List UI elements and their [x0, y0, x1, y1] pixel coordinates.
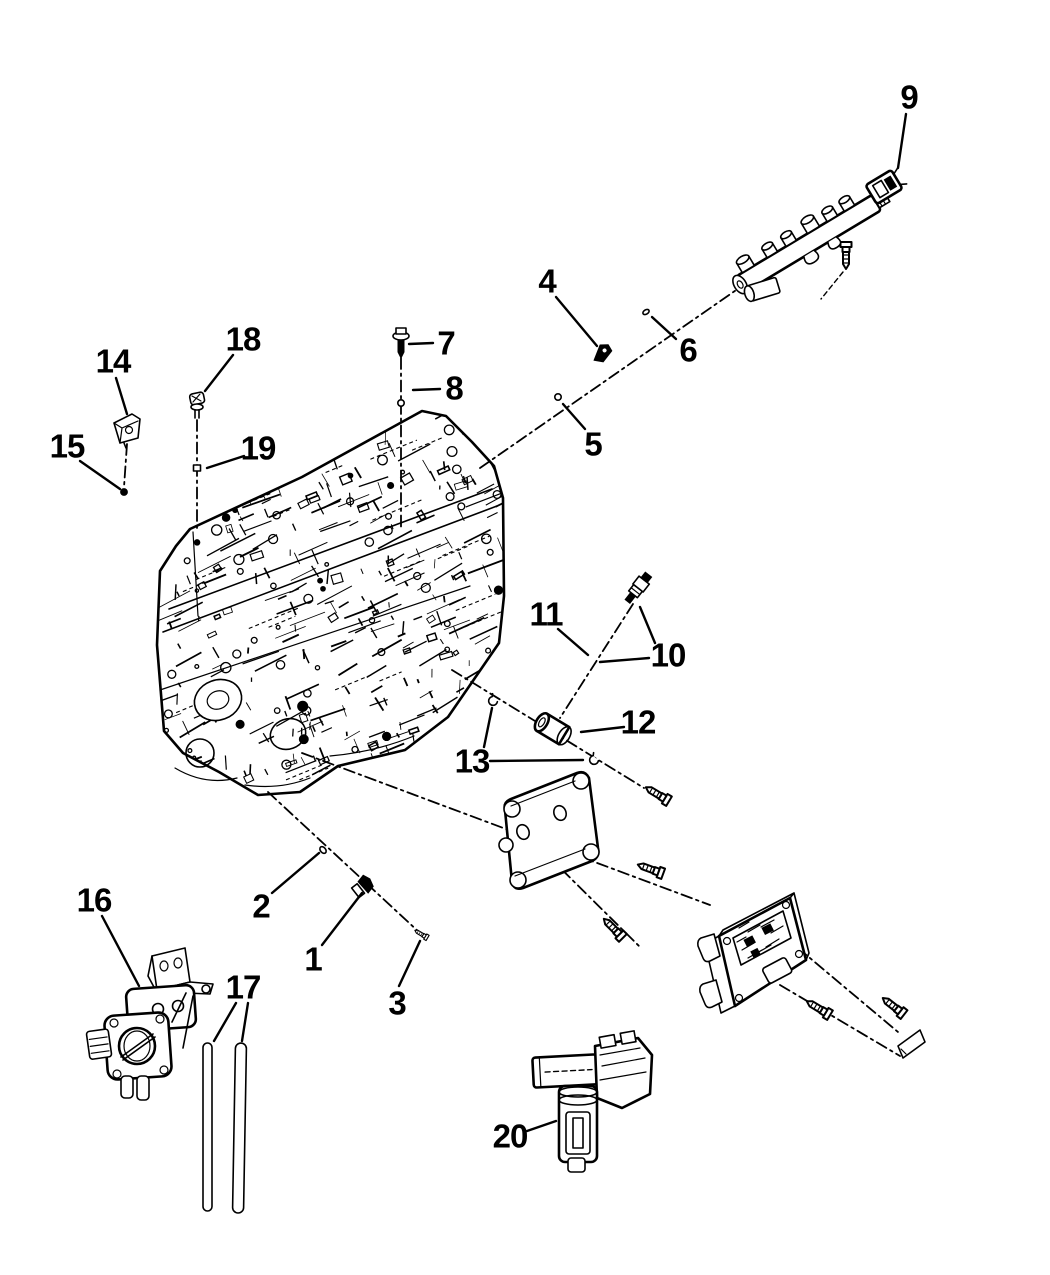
rail-bolt-icon: [839, 241, 853, 270]
pressure-sensor-10: [624, 571, 653, 604]
callout-15: 15: [49, 427, 86, 465]
clip-1: [350, 874, 374, 899]
callout-19: 19: [240, 429, 277, 467]
injector-cups: [735, 194, 856, 274]
callout-4: 4: [538, 262, 556, 300]
fitting-12: [533, 711, 572, 746]
tube-right: [231, 1042, 248, 1214]
ecm-ear-top: [697, 933, 721, 963]
callout-3: 3: [388, 984, 406, 1022]
washer-8: [396, 398, 405, 407]
bolt-7: [392, 327, 410, 360]
callout-16: 16: [76, 881, 113, 919]
screw-18: [188, 391, 206, 419]
callout-10: 10: [650, 636, 687, 674]
bolt-icon: [598, 913, 628, 943]
fitting-4: [593, 344, 613, 363]
callout-14: 14: [95, 342, 132, 380]
engine-block: [155, 409, 506, 797]
callout-11: 11: [529, 595, 564, 633]
camshaft-position-sensor: [531, 1030, 654, 1173]
callout-12: 12: [620, 703, 657, 741]
bolt-icon: [634, 858, 667, 880]
washer-2: [319, 845, 327, 855]
tube-left: [202, 1042, 213, 1212]
callout-13: 13: [454, 742, 491, 780]
callout-2: 2: [252, 887, 270, 925]
callout-1: 1: [304, 940, 322, 978]
ecm-module: [697, 892, 926, 1059]
callout-leader-lines: [78, 112, 908, 1133]
callout-20: 20: [492, 1117, 529, 1155]
nameplate: [897, 1029, 926, 1059]
tube-pair: [202, 1042, 248, 1214]
ecm-label-plate: [762, 957, 793, 984]
ecm-connector: [732, 910, 792, 966]
ecm-ear-bottom: [699, 979, 723, 1009]
washer-19: [192, 464, 202, 472]
washer-5: [553, 392, 562, 401]
callout-6: 6: [679, 331, 697, 369]
callout-8: 8: [445, 369, 463, 407]
bolt-icon: [803, 995, 834, 1021]
bolt-icon: [878, 992, 909, 1020]
map-sensor-assembly: [85, 947, 214, 1101]
callout-9: 9: [900, 78, 918, 116]
sensor-14: [113, 413, 141, 449]
callout-7: 7: [437, 324, 455, 362]
callout-17: 17: [225, 968, 262, 1006]
clip-13a: [485, 692, 501, 708]
sensor-barrel: [557, 1084, 599, 1173]
cover-plate: [498, 770, 600, 891]
bolt-icon: [642, 781, 673, 807]
fuel-rail: [732, 167, 908, 303]
seal-15: [120, 488, 128, 496]
engine-features: [155, 409, 506, 797]
fuel-pressure-sensor: [865, 167, 908, 205]
line-beads: [120, 308, 650, 855]
callout-5: 5: [584, 425, 602, 463]
callout-18: 18: [225, 320, 262, 358]
washer-6: [642, 308, 650, 316]
